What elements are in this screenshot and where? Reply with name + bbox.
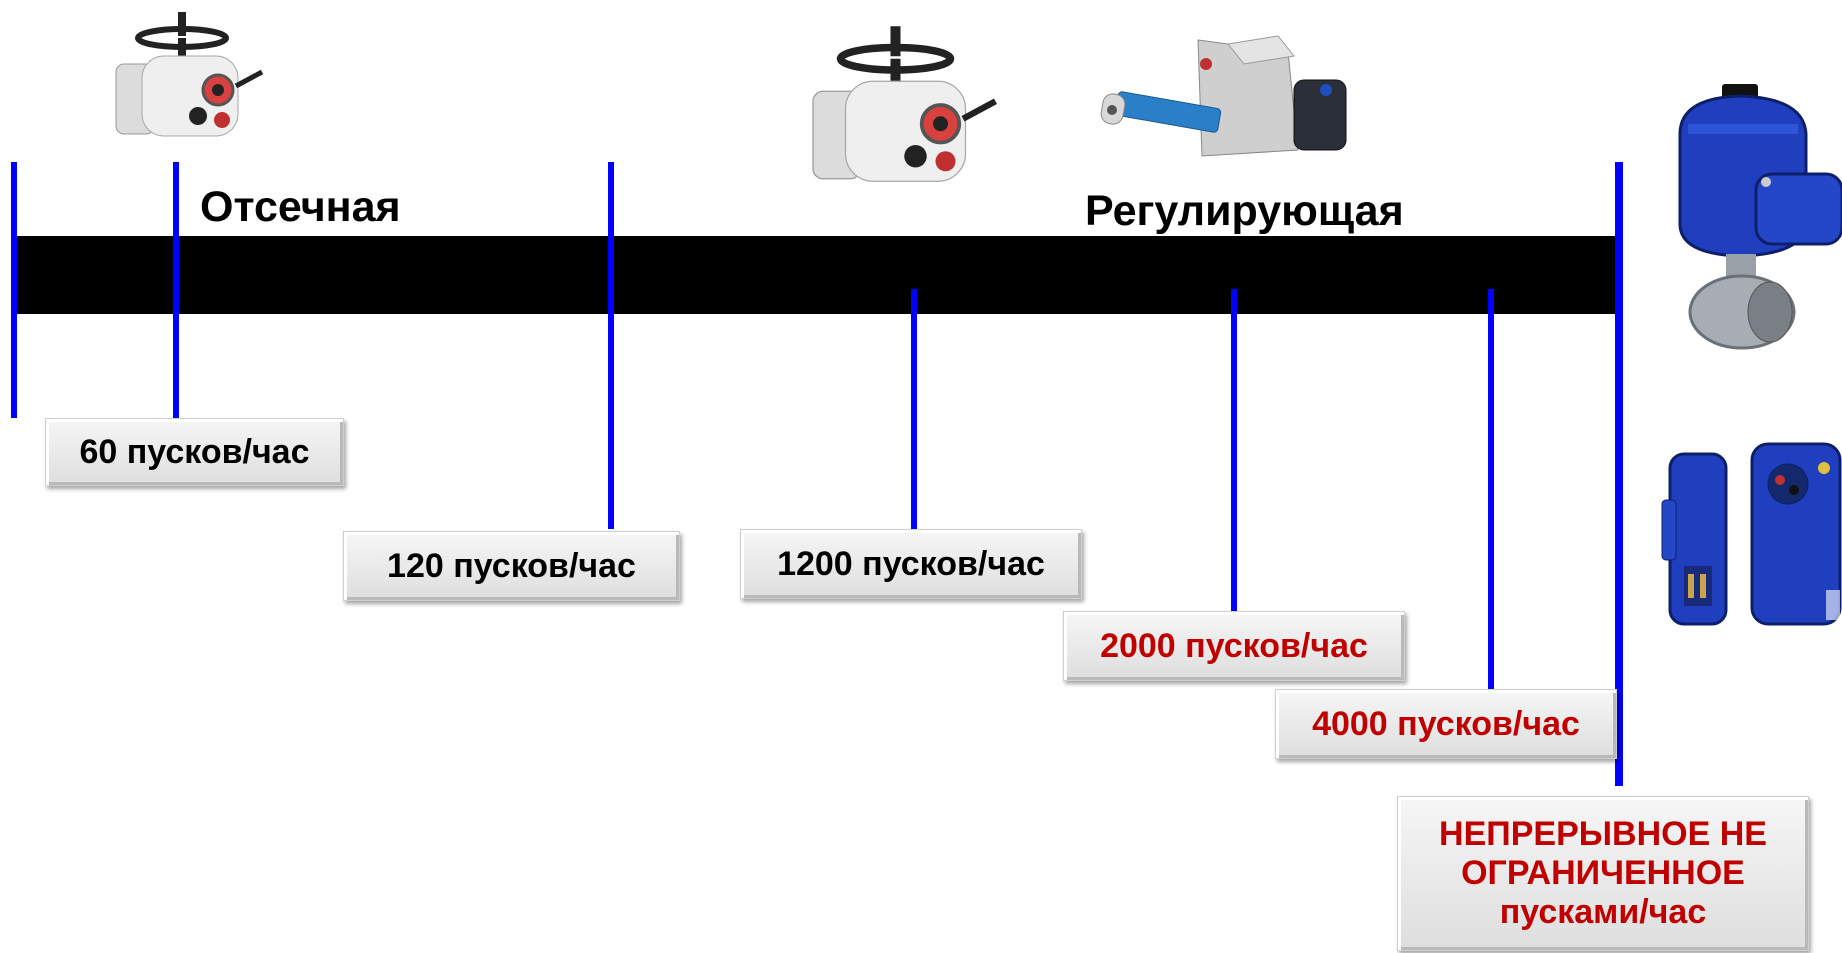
marker-line-4000	[1488, 289, 1494, 689]
rate-box-2000: 2000 пусков/час	[1063, 611, 1405, 681]
rate-label: 4000 пусков/час	[1312, 705, 1580, 743]
continuous-box: НЕПРЕРЫВНОЕ НЕ ОГРАНИЧЕННОЕ пусками/час	[1397, 796, 1809, 951]
linear-actuator-icon	[1100, 35, 1347, 157]
continuous-line-1: НЕПРЕРЫВНОЕ НЕ	[1439, 814, 1767, 853]
rate-label: 1200 пусков/час	[777, 545, 1045, 583]
marker-line-continuous	[1615, 162, 1623, 786]
marker-line-120	[608, 162, 614, 529]
rate-label: 60 пусков/час	[79, 433, 310, 471]
rate-label: 2000 пусков/час	[1100, 627, 1368, 665]
shutoff-heading: Отсечная	[200, 183, 401, 231]
marker-line-start	[11, 162, 17, 418]
scale-bar	[14, 236, 1618, 314]
marker-line-2000	[1231, 289, 1237, 611]
rate-box-60: 60 пусков/час	[45, 418, 344, 486]
blue-compact-actuator-pair-icon	[1661, 442, 1842, 626]
continuous-line-2: ОГРАНИЧЕННОЕ	[1461, 853, 1745, 892]
rate-box-4000: 4000 пусков/час	[1275, 689, 1617, 759]
marker-line-1200	[911, 289, 917, 529]
multi-turn-actuator-icon	[115, 12, 264, 137]
multi-turn-actuator-icon	[812, 26, 997, 182]
rate-box-120: 120 пусков/час	[343, 531, 680, 601]
rate-label: 120 пусков/час	[387, 547, 636, 585]
modulating-heading: Регулирующая	[1085, 187, 1404, 235]
rate-box-1200: 1200 пусков/час	[740, 529, 1082, 599]
marker-line-60	[173, 162, 179, 418]
continuous-line-3: пусками/час	[1499, 893, 1707, 932]
blue-quarter-turn-valve-actuator-icon	[1678, 84, 1842, 350]
